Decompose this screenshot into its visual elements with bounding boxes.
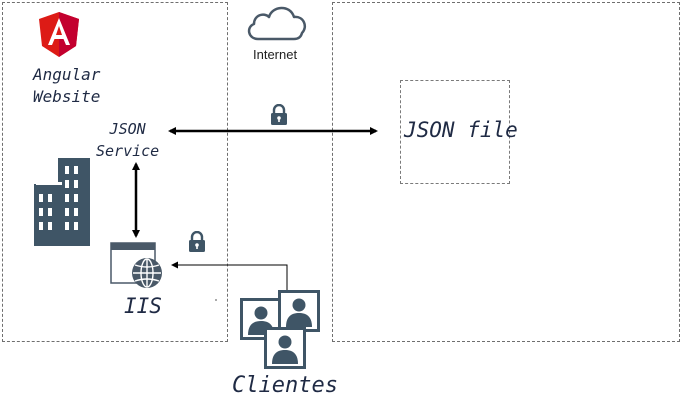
user-portrait-icon [278,290,320,332]
json-file-box [400,80,510,184]
building-icon [34,158,90,246]
service-label: JSON Service [96,120,160,160]
angular-logo [39,12,79,57]
cloud-icon [247,6,306,41]
lock-icon [271,104,287,125]
website-label: Angular Website [33,65,101,106]
clients-label: Clientes [232,373,338,398]
globe-window-icon [110,242,162,288]
server-zone [2,2,228,342]
file-zone [332,2,680,342]
file-label: JSON file [404,118,518,142]
lock-icon [189,231,205,252]
server-label: IIS [124,294,162,318]
cloud-label: Internet [253,47,298,62]
user-portrait-icon [264,327,306,369]
clients-to-iis-connector [171,261,288,292]
